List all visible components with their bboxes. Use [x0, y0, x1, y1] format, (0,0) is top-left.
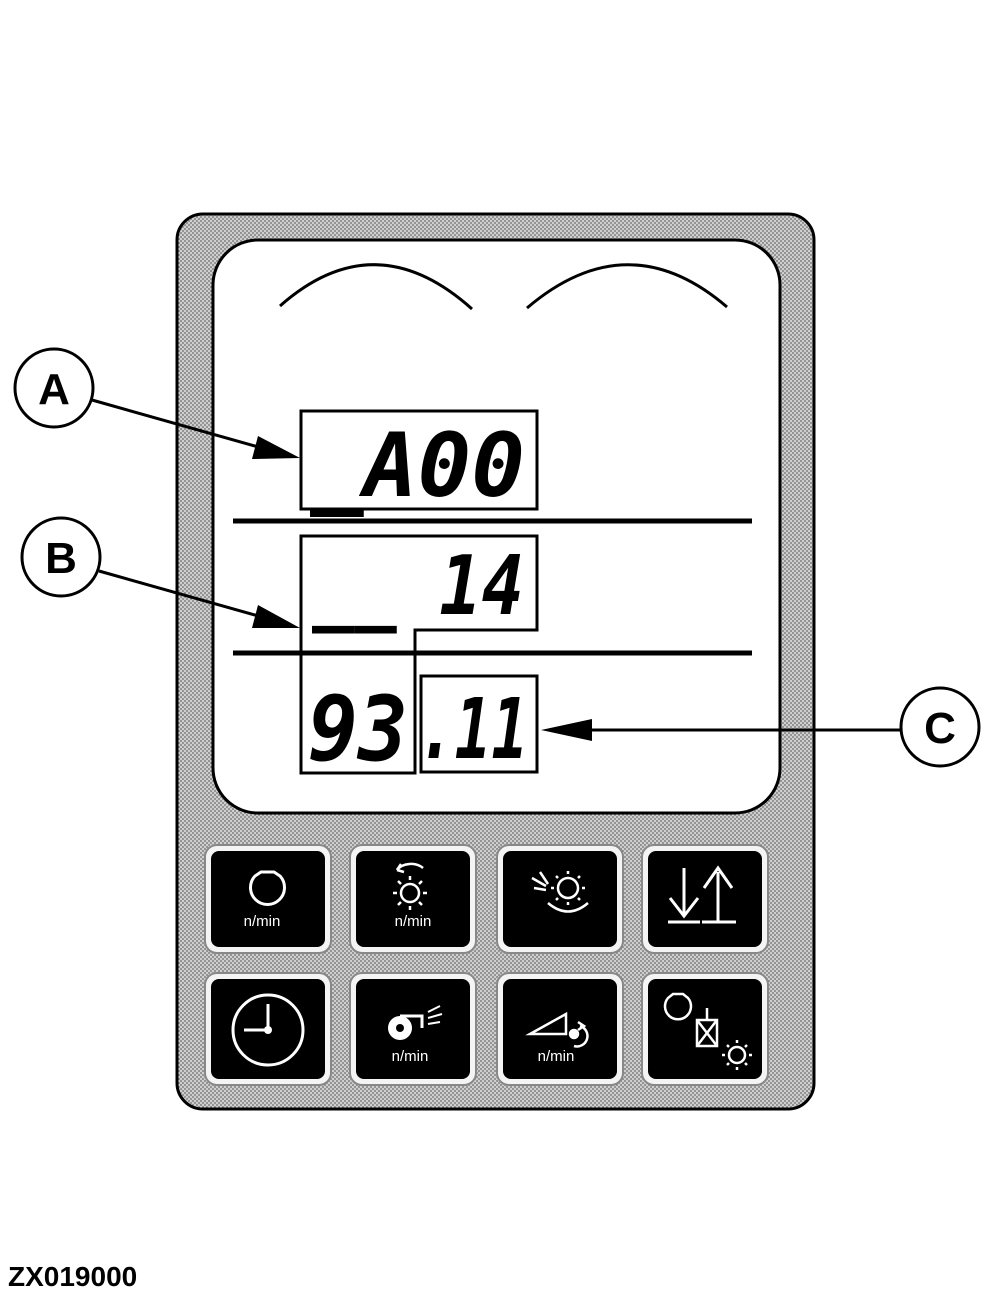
- drive-ratio-button[interactable]: [641, 972, 769, 1086]
- callout-b-arrowhead: [252, 605, 300, 628]
- lcd-screen: [211, 238, 782, 815]
- display-row-c-right: .11: [418, 680, 528, 778]
- callout-a-circle: [13, 347, 95, 429]
- header-speed-label: n/min: [538, 1048, 575, 1065]
- engine-gearbox-icon: [663, 992, 752, 1070]
- engine-speed-label: n/min: [244, 913, 281, 930]
- callout-c-circle: [899, 686, 981, 768]
- lower-raise-arrows-icon: [668, 865, 736, 924]
- engine-icon: [249, 870, 286, 906]
- gauge-arc-right: [526, 263, 728, 310]
- display-row-a-box: [299, 409, 539, 511]
- engine-speed-button[interactable]: n/min: [204, 844, 332, 954]
- header-speed-button[interactable]: n/min: [496, 972, 624, 1086]
- blower-speed-button[interactable]: n/min: [349, 972, 477, 1086]
- display-row-c-left: 93: [308, 677, 408, 782]
- clock-icon: [231, 993, 305, 1067]
- callout-b-leader: [98, 569, 263, 619]
- display-row-a: _A00: [310, 414, 525, 517]
- drum-speed-label: n/min: [395, 913, 432, 930]
- blower-icon: [388, 1005, 443, 1040]
- cutterhead-icon: [531, 871, 589, 913]
- callout-c-label: C: [924, 704, 956, 753]
- lower-raise-button[interactable]: [641, 844, 769, 954]
- header-wedge-icon: [525, 1011, 589, 1048]
- blower-speed-label: n/min: [392, 1048, 429, 1065]
- display-row-b: __ 14: [312, 539, 524, 634]
- cutterhead-button[interactable]: [496, 844, 624, 954]
- callout-a-arrowhead: [252, 436, 300, 459]
- callout-a-leader: [91, 398, 263, 450]
- drum-speed-button[interactable]: n/min: [349, 844, 477, 954]
- callout-b-label: B: [45, 534, 77, 583]
- hour-meter-button[interactable]: [204, 972, 332, 1086]
- callout-a-label: A: [38, 365, 70, 414]
- figure-code: ZX019000: [8, 1261, 138, 1292]
- display-row-b-box: [299, 534, 539, 775]
- callout-c-arrowhead: [541, 719, 592, 741]
- callout-b-circle: [20, 516, 102, 598]
- gauge-arc-left: [279, 263, 474, 311]
- display-row-c-box: [419, 674, 539, 774]
- rotating-drum-icon: [393, 862, 427, 910]
